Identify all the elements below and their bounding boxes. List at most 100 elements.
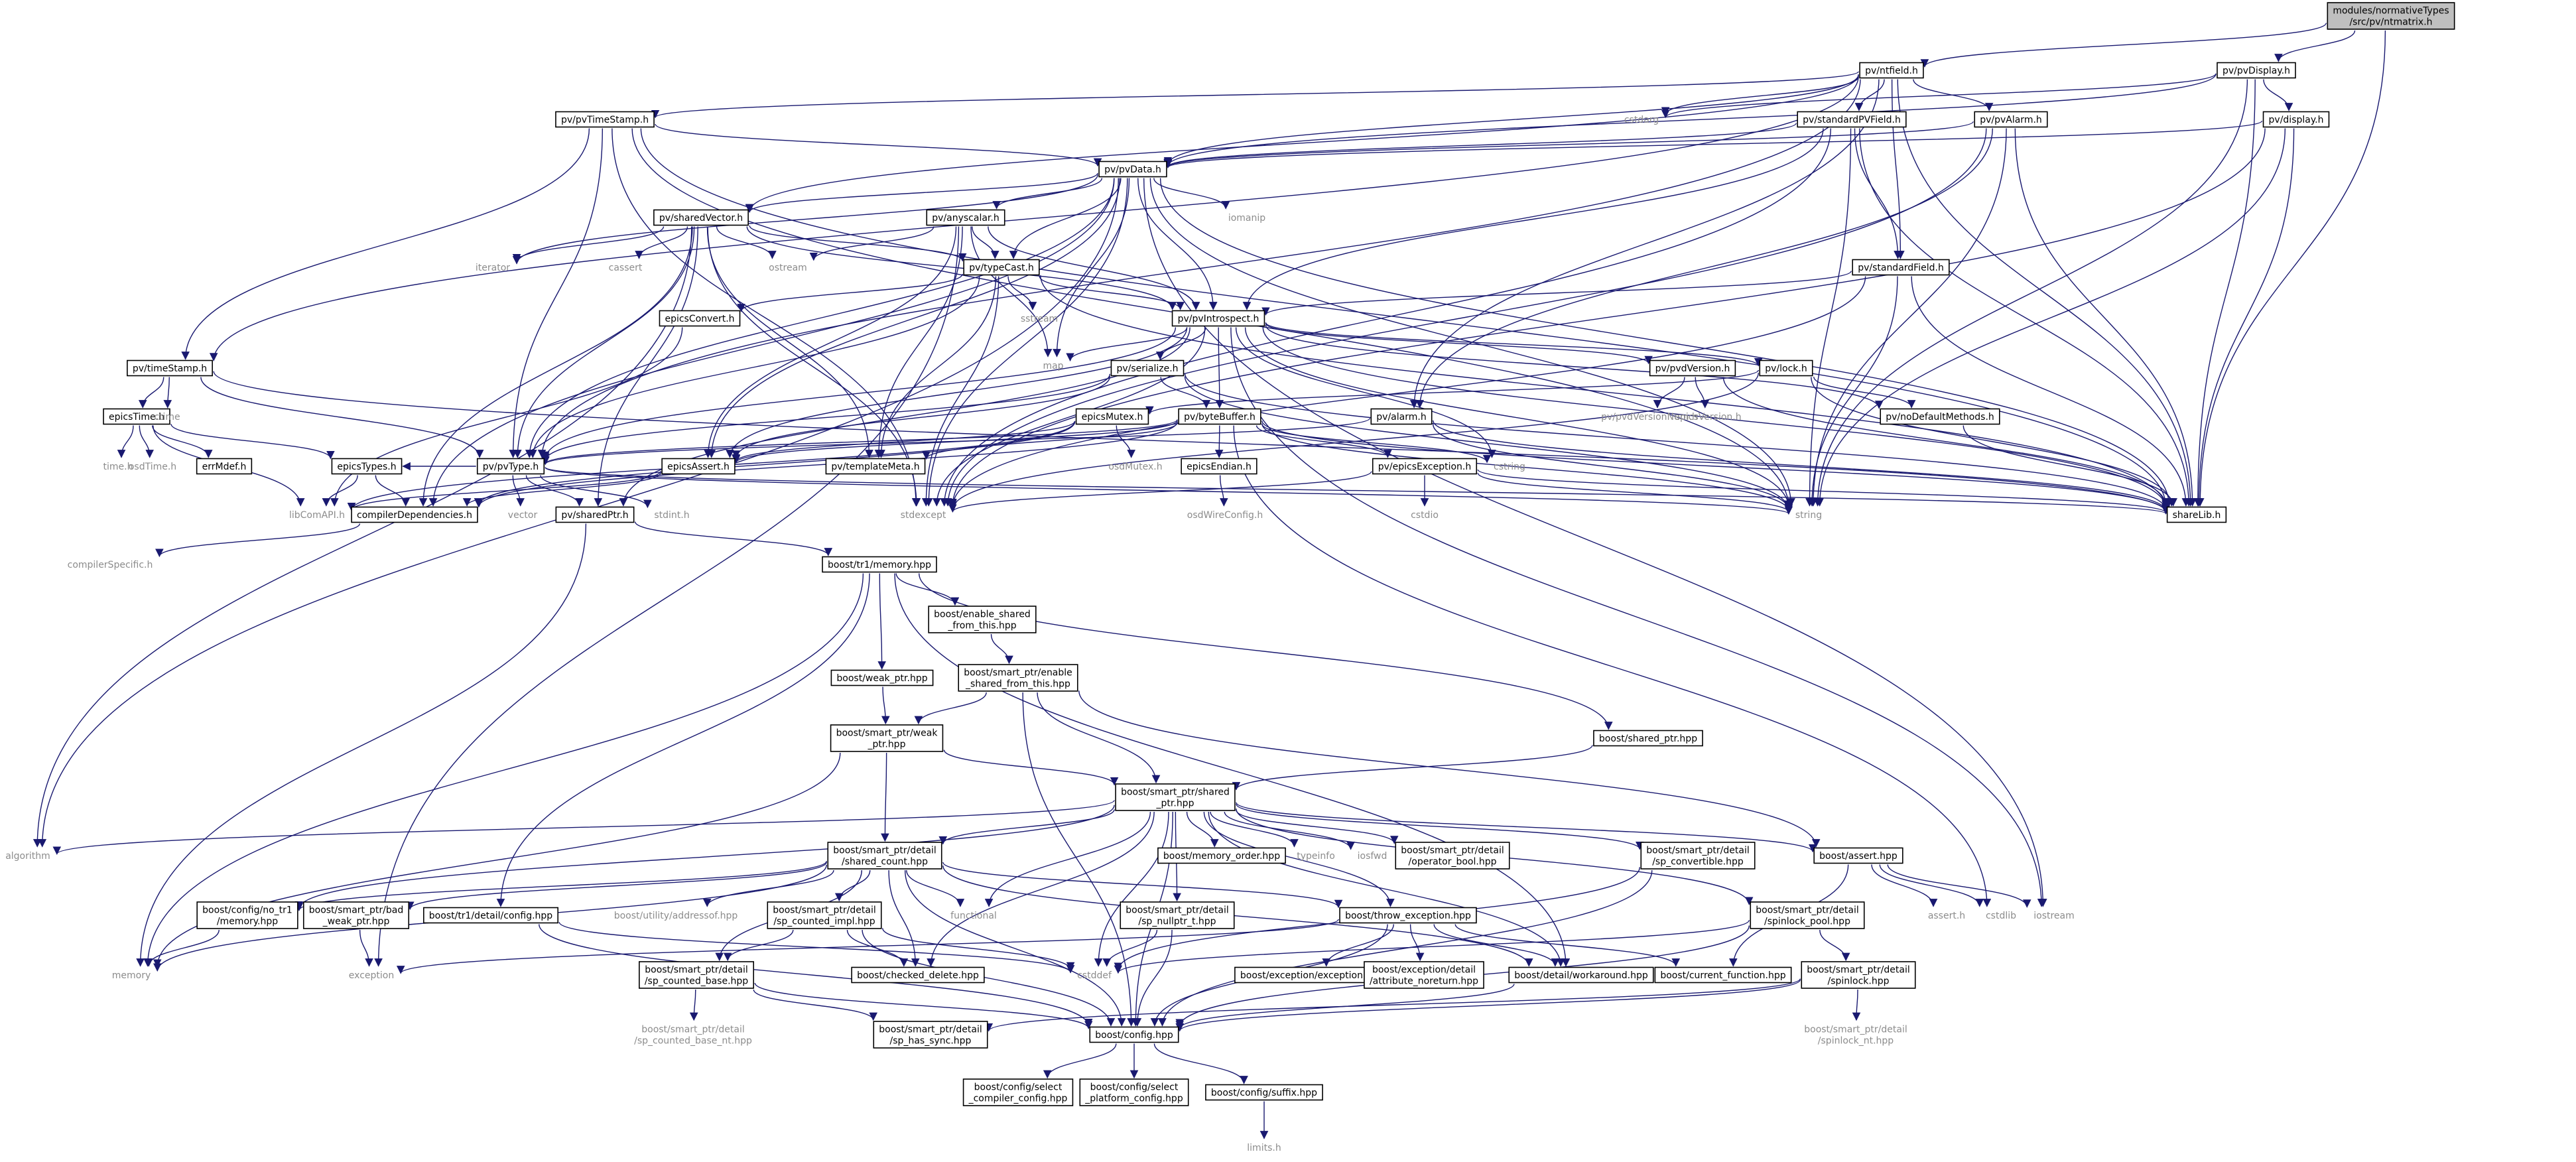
node-checked-delete[interactable]: boost/checked_delete.hpp (851, 966, 985, 984)
node-label: string (1795, 510, 1822, 521)
node-sp-has-sync[interactable]: boost/smart_ptr/detail/sp_has_sync.hpp (873, 1021, 988, 1049)
node-label: boost/config/suffix.hpp (1211, 1088, 1317, 1098)
node-label: boost/config/select (974, 1082, 1063, 1093)
node-label: _platform_config.hpp (1084, 1094, 1183, 1104)
node-weak-ptr[interactable]: boost/weak_ptr.hpp (830, 669, 934, 686)
node-epics-exception[interactable]: pv/epicsException.h (1372, 458, 1478, 475)
edge-byte-buffer-to-epics-exception (1256, 425, 1392, 458)
node-box (2262, 111, 2330, 128)
edge-pv-introspect-to-cstring (1235, 327, 1496, 458)
node-root[interactable]: modules/normativeTypes/src/pv/ntmatrix.h (2327, 2, 2455, 30)
node-sp-nullptr[interactable]: boost/smart_ptr/detail/sp_nullptr_t.hpp (1120, 901, 1235, 929)
node-spinlock-pool[interactable]: boost/smart_ptr/detail/spinlock_pool.hpp (1750, 901, 1865, 929)
node-standard-pvfield[interactable]: pv/standardPVField.h (1797, 111, 1907, 128)
node-box (1098, 161, 1167, 178)
node-type-cast[interactable]: pv/typeCast.h (963, 259, 1040, 276)
node-select-platform[interactable]: boost/config/select_platform_config.hpp (1079, 1078, 1189, 1106)
node-template-meta[interactable]: pv/templateMeta.h (825, 458, 926, 475)
edge-epics-exception-to-string (1477, 472, 1793, 513)
node-shared-ptr[interactable]: pv/sharedPtr.h (555, 506, 635, 523)
node-epics-time[interactable]: epicsTime.h (103, 408, 170, 425)
node-pvd-version[interactable]: pv/pvdVersion.h (1649, 359, 1736, 377)
node-tr1memory[interactable]: boost/tr1/memory.hpp (822, 556, 937, 573)
node-epics-types[interactable]: epicsTypes.h (331, 458, 403, 475)
node-ostream: ostream (769, 263, 807, 273)
node-label: iomanip (1228, 213, 1265, 224)
node-attr-noreturn[interactable]: boost/exception/detail/attribute_noretur… (1364, 961, 1484, 989)
node-label: pv/pvDisplay.h (2222, 66, 2290, 76)
node-serialize[interactable]: pv/serialize.h (1110, 359, 1185, 377)
node-ntfield[interactable]: pv/ntfield.h (1859, 62, 1924, 79)
node-box (928, 606, 1037, 633)
node-shared-ptr-hpp[interactable]: boost/shared_ptr.hpp (1593, 730, 1703, 747)
node-anyscalar[interactable]: pv/anyscalar.h (926, 209, 1005, 226)
node-label: boost/smart_ptr/detail (879, 1025, 982, 1035)
node-enable-shared[interactable]: boost/enable_shared_from_this.hpp (928, 606, 1037, 633)
node-lock[interactable]: pv/lock.h (1759, 359, 1813, 377)
node-algorithm: algorithm (5, 851, 50, 862)
edge-root-to-pv-display (2274, 30, 2356, 62)
node-alarm[interactable]: pv/alarm.h (1370, 408, 1433, 425)
node-sp-counted-impl[interactable]: boost/smart_ptr/detail/sp_counted_impl.h… (767, 901, 882, 929)
node-label: pv/templateMeta.h (831, 462, 919, 472)
node-standard-field[interactable]: pv/standardField.h (1852, 259, 1950, 276)
node-box (1372, 458, 1478, 475)
node-epics-assert[interactable]: epicsAssert.h (661, 458, 736, 475)
node-tr1-config[interactable]: boost/tr1/detail/config.hpp (423, 907, 558, 924)
node-pv-alarm[interactable]: pv/pvAlarm.h (1974, 111, 2048, 128)
node-no-default-methods[interactable]: pv/noDefaultMethods.h (1880, 408, 2000, 425)
node-shared-lib[interactable]: shareLib.h (2166, 506, 2227, 523)
node-label: memory (112, 970, 151, 981)
node-timeh: time.h (103, 462, 133, 472)
node-pv-display[interactable]: pv/pvDisplay.h (2217, 62, 2296, 79)
node-pv-time-stamp[interactable]: pv/pvTimeStamp.h (555, 111, 655, 128)
node-config-hpp[interactable]: boost/config.hpp (1089, 1026, 1179, 1043)
node-memory-order[interactable]: boost/memory_order.hpp (1157, 847, 1286, 864)
node-bad-weak-ptr[interactable]: boost/smart_ptr/bad_weak_ptr.hpp (302, 901, 410, 929)
node-pv-data[interactable]: pv/pvData.h (1098, 161, 1167, 178)
node-no-tr1-memory[interactable]: boost/config/no_tr1/memory.hpp (196, 901, 298, 929)
node-throw-exception[interactable]: boost/throw_exception.hpp (1339, 907, 1477, 924)
node-label: pv/pvTimeStamp.h (561, 115, 649, 125)
node-epics-mutex[interactable]: epicsMutex.h (1075, 408, 1149, 425)
node-sp-enable-shared[interactable]: boost/smart_ptr/enable_shared_from_this.… (958, 664, 1078, 692)
node-box (1649, 359, 1736, 377)
edge-epics-time-to-epics-types (170, 423, 335, 460)
node-box (196, 458, 253, 475)
node-current-function[interactable]: boost/current_function.hpp (1654, 966, 1792, 984)
node-label: time.h (103, 462, 133, 472)
edge-anyscalar-to-type-cast (972, 226, 999, 259)
node-sp-convertible[interactable]: boost/smart_ptr/detail/sp_convertible.hp… (1640, 842, 1756, 870)
node-pv-type[interactable]: pv/pvType.h (476, 458, 545, 475)
node-spinlock[interactable]: boost/smart_ptr/detail/spinlock.hpp (1801, 961, 1916, 989)
node-select-compiler[interactable]: boost/config/select_compiler_config.hpp (962, 1078, 1074, 1106)
node-sp-counted-base[interactable]: boost/smart_ptr/detail/sp_counted_base.h… (639, 961, 754, 989)
node-exception-hpp[interactable]: boost/exception/exception.hpp (1234, 966, 1389, 984)
node-epics-convert[interactable]: epicsConvert.h (659, 310, 741, 327)
node-shared-vector[interactable]: pv/sharedVector.h (653, 209, 749, 226)
node-box (653, 209, 749, 226)
node-label: cassert (609, 263, 643, 273)
node-pvd-version-num: pv/pvdVersionNum.h (1601, 412, 1698, 422)
node-compiler-dependencies[interactable]: compilerDependencies.h (351, 506, 478, 523)
node-byte-buffer[interactable]: pv/byteBuffer.h (1178, 408, 1261, 425)
edge-weak-ptr-to-sp-weak-ptr (881, 686, 890, 725)
node-display[interactable]: pv/display.h (2262, 111, 2330, 128)
node-time-stamp[interactable]: pv/timeStamp.h (127, 359, 213, 377)
edge-alarm-to-string (1433, 424, 1793, 511)
node-suffix[interactable]: boost/config/suffix.hpp (1205, 1084, 1323, 1101)
node-operator-bool[interactable]: boost/smart_ptr/detail/operator_bool.hpp (1395, 842, 1510, 870)
node-pv-introspect[interactable]: pv/pvIntrospect.h (1171, 310, 1265, 327)
node-err-mdef[interactable]: errMdef.h (196, 458, 253, 475)
edge-pv-data-to-pv-introspect (1137, 178, 1218, 310)
node-sp-weak-ptr[interactable]: boost/smart_ptr/weak_ptr.hpp (830, 724, 944, 752)
node-workaround[interactable]: boost/detail/workaround.hpp (1508, 966, 1654, 984)
node-label: epicsMutex.h (1082, 412, 1143, 422)
node-epics-endian[interactable]: epicsEndian.h (1181, 458, 1257, 475)
node-assert-hpp[interactable]: boost/assert.hpp (1813, 847, 1903, 864)
node-sp-shared-ptr[interactable]: boost/smart_ptr/shared_ptr.hpp (1115, 783, 1236, 811)
node-box (555, 506, 635, 523)
edge-pv-data-to-iostream (1143, 178, 2047, 907)
node-shared-count[interactable]: boost/smart_ptr/detail/shared_count.hpp (827, 842, 942, 870)
edge-sp-counted-base-to-sp-counted-base-nt (689, 989, 698, 1021)
